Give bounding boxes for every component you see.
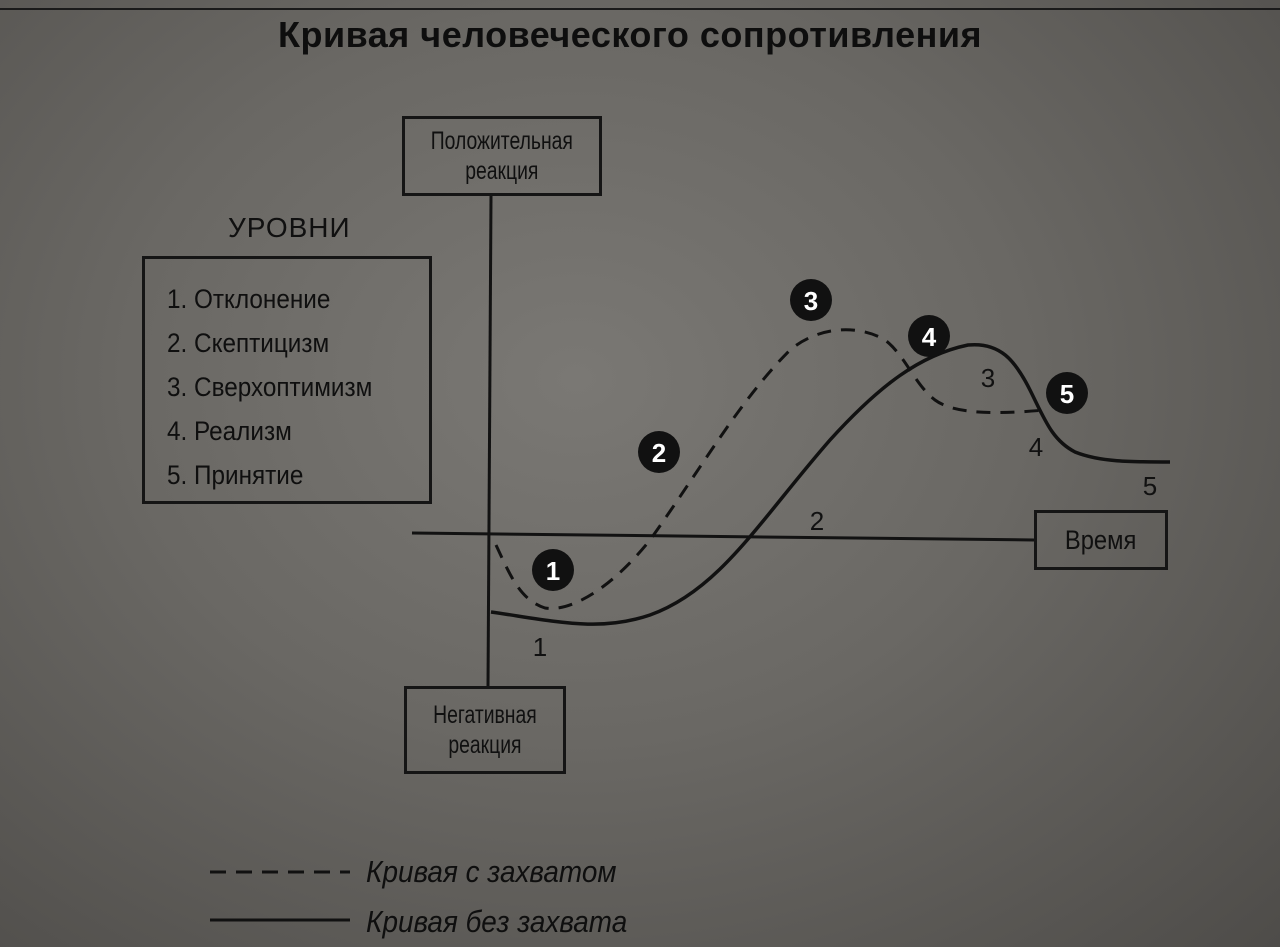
negative-reaction-label-line1: Негативная [433, 701, 537, 729]
time-box: Время [1034, 510, 1168, 570]
positive-reaction-box: Положительная реакция [402, 116, 602, 196]
legend-solid-label: Кривая без захвата [366, 904, 628, 939]
levels-heading: УРОВНИ [228, 212, 351, 243]
curve-with-capture [494, 328, 1046, 610]
diagram-title: Кривая человеческого сопротивления [278, 14, 982, 55]
level-item: 5. Принятие [167, 460, 304, 490]
svg-text:2: 2 [652, 438, 666, 468]
negative-reaction-label-line2: реакция [448, 731, 522, 759]
svg-text:5: 5 [1060, 379, 1074, 409]
level-item: 4. Реализм [167, 416, 292, 446]
time-label: Время [1065, 525, 1137, 555]
dashed-marker-4: 4 [908, 315, 950, 357]
levels-box: 1. Отклонение 2. Скептицизм 3. Сверхопти… [142, 256, 432, 504]
level-item: 3. Сверхоптимизм [167, 372, 373, 402]
solid-marker-2: 2 [810, 506, 824, 536]
negative-reaction-box: Негативная реакция [404, 686, 566, 774]
svg-text:3: 3 [804, 286, 818, 316]
levels-list: 1. Отклонение 2. Скептицизм 3. Сверхопти… [145, 259, 429, 497]
solid-marker-5: 5 [1143, 471, 1157, 501]
vertical-axis [486, 195, 493, 687]
positive-reaction-label-line2: реакция [465, 157, 539, 185]
svg-text:4: 4 [922, 322, 937, 352]
solid-marker-3: 3 [981, 363, 995, 393]
top-rule [0, 8, 1280, 10]
curve-without-capture [490, 342, 1171, 626]
level-item: 2. Скептицизм [167, 328, 330, 358]
dashed-marker-5: 5 [1046, 372, 1088, 414]
svg-text:1: 1 [546, 556, 560, 586]
legend-dashed-label: Кривая с захватом [366, 854, 617, 889]
level-item: 1. Отклонение [167, 284, 331, 314]
solid-marker-1: 1 [533, 632, 547, 662]
dashed-marker-2: 2 [638, 431, 680, 473]
dashed-marker-1: 1 [532, 549, 574, 591]
solid-marker-4: 4 [1029, 432, 1043, 462]
time-axis [411, 531, 1035, 542]
positive-reaction-label-line1: Положительная [430, 127, 574, 155]
dashed-marker-3: 3 [790, 279, 832, 321]
